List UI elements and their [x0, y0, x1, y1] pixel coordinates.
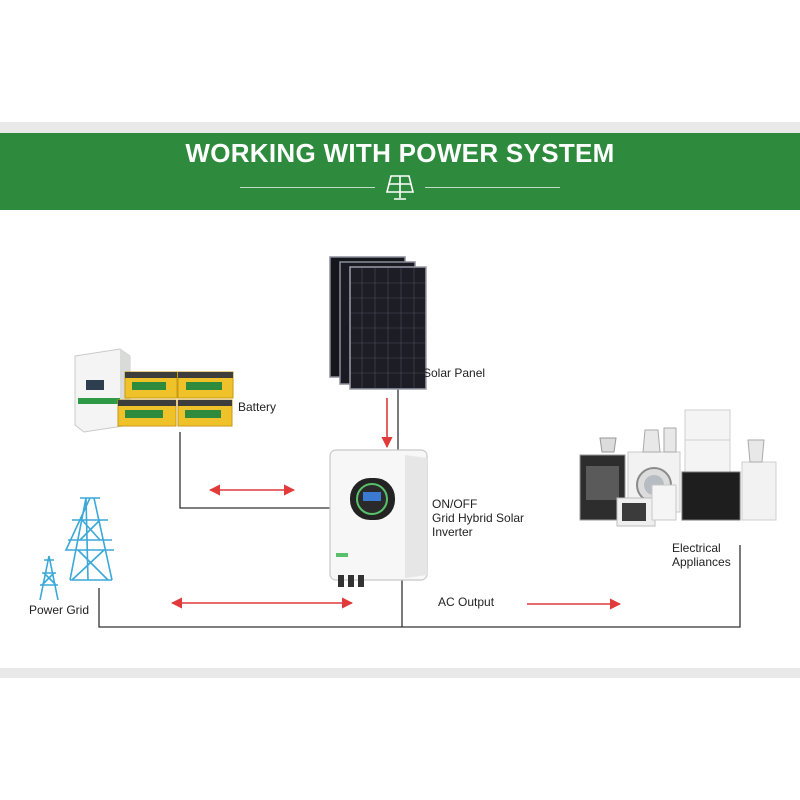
solar-panel-label: Solar Panel	[423, 366, 486, 380]
inverter-illustration	[329, 449, 428, 587]
power-grid-illustration	[39, 497, 114, 601]
inverter-label-line-1: ON/OFF	[432, 497, 478, 511]
battery-connection-line	[179, 432, 330, 509]
top-light-band	[0, 122, 800, 133]
ac-output-label: AC Output	[438, 595, 495, 609]
power-grid-label: Power Grid	[29, 603, 90, 617]
battery-label: Battery	[238, 400, 277, 414]
grid-connection-line	[98, 545, 741, 628]
solar-panel-illustration	[329, 256, 427, 390]
electrical-appliances-illustration	[579, 409, 777, 527]
inverter-label-line-3: Inverter	[432, 525, 473, 539]
bottom-light-band	[0, 668, 800, 678]
battery-illustration	[74, 348, 234, 433]
page-title: WORKING WITH POWER SYSTEM	[185, 138, 615, 168]
inverter-label: ON/OFF Grid Hybrid Solar Inverter	[432, 497, 524, 539]
electrical-label-line-1: Electrical	[672, 541, 721, 555]
banner-divider-left	[240, 187, 375, 188]
electrical-label-line-2: Appliances	[672, 555, 731, 569]
solar-panel-icon	[385, 175, 415, 200]
electrical-appliances-label: Electrical Appliances	[672, 541, 731, 569]
inverter-label-line-2: Grid Hybrid Solar	[432, 511, 525, 525]
banner-divider-right	[425, 187, 560, 188]
